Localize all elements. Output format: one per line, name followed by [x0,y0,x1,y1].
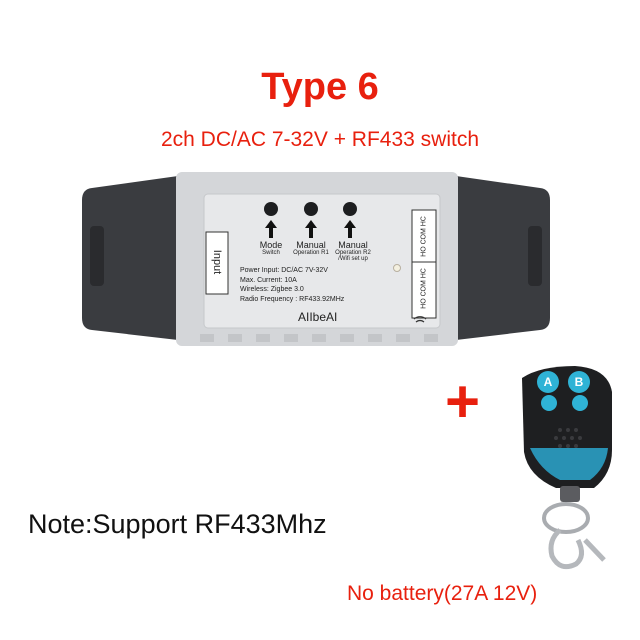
rf-support-note: Note:Support RF433Mhz [28,509,327,539]
battery-note: No battery(27A 12V) [347,582,538,605]
input-label: Input [211,249,223,275]
product-type-title: Type 6 [261,66,379,108]
mode-switch-label: Mode Switch [259,240,283,256]
device-specs: Power Input: DC/AC 7V-32V Max. Current: … [240,267,345,303]
plus-sign: + [445,368,481,435]
switch-module [82,172,550,346]
terminal-label-bottom: НО СОМ НС [420,268,428,309]
remote-button-b: B [574,375,584,389]
remote-button-a: A [543,375,553,389]
manual-r1-label: Manual Operation R1 [293,240,329,256]
product-subtitle: 2ch DC/AC 7-32V + RF433 switch [160,128,480,151]
terminal-label-top: НО СОМ НС [420,216,428,257]
manual-r2-label: Manual Operation R2 /Wifi set up [335,240,371,262]
brand-label: AIIbeAI [298,310,338,324]
wifi-icon [413,316,427,323]
remote-control [522,366,612,570]
